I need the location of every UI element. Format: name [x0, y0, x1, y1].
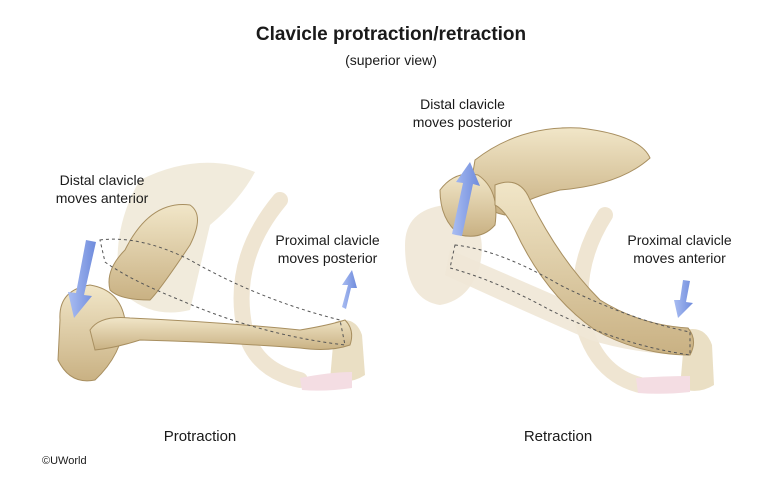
costal-cartilage-left	[300, 372, 352, 391]
proximal-label-retraction: Proximal clavicle moves anterior	[617, 231, 742, 267]
proximal-label-line2: moves posterior	[277, 250, 378, 266]
caption-protraction: Protraction	[163, 428, 237, 445]
caption-retraction: Retraction	[523, 428, 593, 445]
protraction-illustration	[57, 162, 365, 391]
proximal-label-protraction: Proximal clavicle moves posterior	[265, 231, 390, 267]
arrow-proximal-anterior	[674, 280, 693, 318]
distal-label-protraction: Distal clavicle moves anterior	[42, 171, 162, 207]
distal-label-retraction: Distal clavicle moves posterior	[400, 95, 525, 131]
diagram-title: Clavicle protraction/retraction	[255, 24, 527, 45]
arrow-distal-anterior	[68, 240, 96, 318]
scapula-left	[108, 204, 198, 301]
proximal-label-line1: Proximal clavicle	[627, 232, 732, 248]
distal-label-line1: Distal clavicle	[420, 96, 505, 112]
arrow-distal-posterior	[452, 162, 480, 236]
proximal-label-line2: moves anterior	[633, 250, 726, 266]
distal-label-line2: moves posterior	[412, 114, 513, 130]
retraction-illustration	[405, 127, 714, 394]
clavicle-right	[494, 181, 694, 356]
distal-label-line1: Distal clavicle	[59, 172, 145, 188]
diagram-subtitle: (superior view)	[345, 52, 437, 68]
rib-left	[233, 192, 308, 388]
copyright-mark: ©UWorld	[42, 455, 87, 467]
arrow-proximal-posterior	[342, 270, 357, 309]
clavicle-left	[89, 317, 353, 351]
distal-label-line2: moves anterior	[55, 190, 149, 206]
proximal-label-line1: Proximal clavicle	[275, 232, 380, 248]
costal-cartilage-right	[636, 376, 690, 394]
